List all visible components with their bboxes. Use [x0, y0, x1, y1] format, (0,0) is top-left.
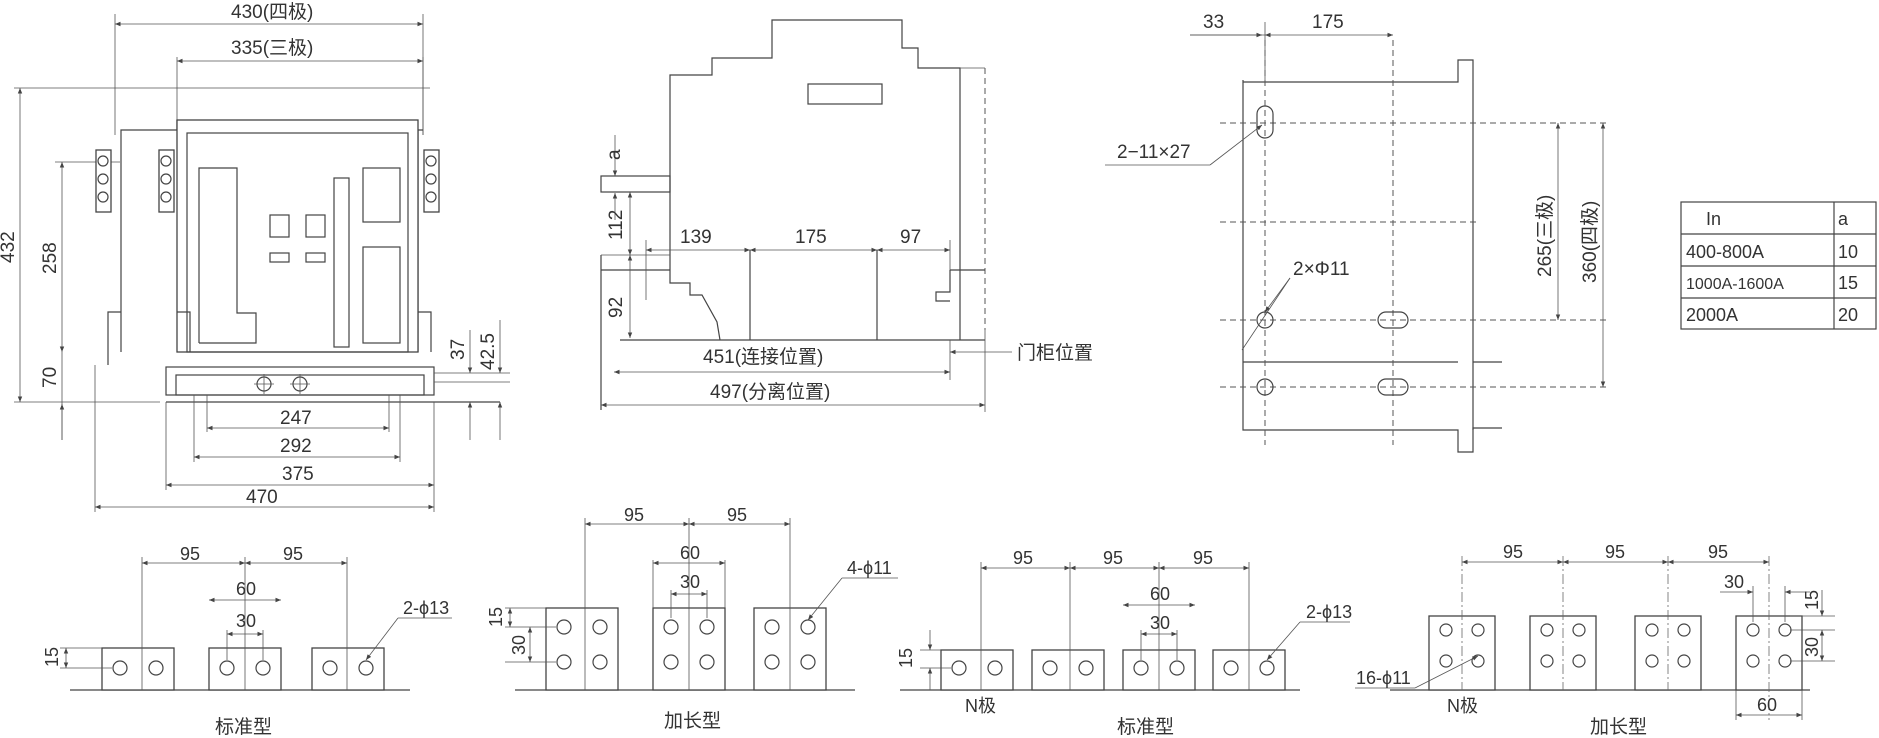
dim-base-375: 375 — [282, 464, 314, 485]
table-row-3-in: 2000A — [1686, 305, 1738, 325]
t3-pitch-a: 95 — [1013, 548, 1033, 568]
dim-112: 112 — [606, 210, 627, 240]
t4-pitch-a: 95 — [1503, 542, 1523, 562]
t2-caption: 加长型 — [664, 710, 721, 732]
t4-n-pole: N极 — [1447, 696, 1478, 716]
t4-holes-a — [1540, 623, 1586, 668]
t4-holes: 16-ϕ11 — [1356, 668, 1411, 688]
dim-height-258: 258 — [40, 242, 61, 274]
dim-base-247: 247 — [280, 408, 312, 429]
dim-37: 37 — [448, 339, 469, 360]
t3-dim-60: 60 — [1150, 584, 1170, 604]
t3-dim-30: 30 — [1150, 613, 1170, 633]
dim-497-separated: 497(分离位置) — [710, 381, 830, 403]
t2-holes-left — [556, 619, 608, 670]
side-view: a 112 92 139 175 97 451(连接位置) 497(分离位置) … — [600, 19, 1093, 412]
t1-pitch-b: 95 — [283, 544, 303, 564]
t2-dim-30: 30 — [680, 572, 700, 592]
front-view: 430(四极) 335(三极) 432 258 70 — [0, 1, 510, 512]
t2-dim-30v: 30 — [509, 635, 529, 655]
t4-holes-n — [1439, 623, 1485, 668]
t1-dim-60: 60 — [236, 579, 256, 599]
t2-holes: 4-ϕ11 — [847, 558, 892, 578]
t4-dim-15: 15 — [1802, 590, 1822, 610]
dim-175: 175 — [795, 227, 827, 248]
mounting-view: 33 175 2−11×27 2×Φ11 265(三极) 360(四极) — [1105, 12, 1610, 453]
t3-pitch-c: 95 — [1193, 548, 1213, 568]
dim-width-4pole: 430(四极) — [231, 1, 313, 23]
t1-holes: 2-ϕ13 — [403, 598, 449, 618]
table-row-1-a: 10 — [1838, 242, 1858, 262]
dim-width-3pole: 335(三极) — [231, 37, 313, 59]
t4-caption: 加长型 — [1590, 716, 1647, 738]
t3-caption: 标准型 — [1117, 716, 1174, 738]
table-header-a: a — [1838, 209, 1849, 229]
t4-pitch-b: 95 — [1605, 542, 1625, 562]
t4-pitch-c: 95 — [1708, 542, 1728, 562]
t2-dim-60: 60 — [680, 543, 700, 563]
dim-139: 139 — [680, 227, 712, 248]
label-cabinet-door-position: 门柜位置 — [1017, 342, 1093, 364]
t4-dim-30: 30 — [1724, 572, 1744, 592]
terminal-extended-3pole: 95 95 60 30 15 30 4-ϕ11 加长型 — [486, 505, 898, 732]
t1-caption: 标准型 — [215, 716, 272, 738]
table-row-2-a: 15 — [1838, 273, 1858, 293]
front-terminal-mid — [158, 149, 175, 213]
table-row-3-a: 20 — [1838, 305, 1858, 325]
label-hole-2-phi11: 2×Φ11 — [1293, 259, 1350, 280]
t1-pitch-a: 95 — [180, 544, 200, 564]
dim-base-470: 470 — [246, 487, 278, 508]
t1-dim-15: 15 — [42, 647, 62, 667]
terminal-standard-4pole: 95 95 95 60 30 15 2-ϕ13 N极 标准型 — [896, 548, 1352, 738]
dim-265: 265(三极) — [1534, 195, 1556, 277]
dim-175: 175 — [1312, 12, 1344, 33]
t3-holes: 2-ϕ13 — [1306, 602, 1352, 622]
t3-pitch-b: 95 — [1103, 548, 1123, 568]
dim-42-5: 42.5 — [478, 333, 499, 370]
t2-holes-mid — [663, 619, 715, 670]
terminal-extended-4pole: 95 95 95 30 15 30 60 16-ϕ11 N极 加长型 — [1355, 542, 1835, 738]
front-terminal-left — [95, 149, 112, 213]
table-header-in: In — [1706, 209, 1721, 229]
t3-dim-15: 15 — [896, 648, 916, 668]
dim-height-432: 432 — [0, 231, 19, 263]
t4-dim-30v: 30 — [1802, 637, 1822, 657]
dim-360: 360(四极) — [1579, 201, 1601, 283]
t4-holes-b — [1645, 623, 1691, 668]
t4-dim-60: 60 — [1757, 695, 1777, 715]
dim-451-connected: 451(连接位置) — [703, 346, 823, 368]
dim-33: 33 — [1203, 12, 1224, 33]
current-table: In a 400-800A 10 1000A-1600A 15 2000A 20 — [1680, 201, 1877, 330]
t3-n-pole: N极 — [965, 696, 996, 716]
table-row-1-in: 400-800A — [1686, 242, 1764, 262]
dim-92: 92 — [606, 297, 627, 318]
front-terminal-right — [423, 149, 440, 213]
dim-97: 97 — [900, 227, 921, 248]
t2-pitch-a: 95 — [624, 505, 644, 525]
t2-dim-15: 15 — [486, 607, 506, 627]
label-slot-2-11x27: 2−11×27 — [1117, 142, 1191, 163]
dim-height-70: 70 — [40, 367, 61, 388]
terminal-standard-3pole: 95 95 60 30 15 2-ϕ13 标准型 — [42, 544, 452, 738]
dim-a: a — [604, 149, 625, 160]
t2-pitch-b: 95 — [727, 505, 747, 525]
t1-dim-30: 30 — [236, 611, 256, 631]
table-row-2-in: 1000A-1600A — [1686, 276, 1784, 293]
dim-base-292: 292 — [280, 436, 312, 457]
